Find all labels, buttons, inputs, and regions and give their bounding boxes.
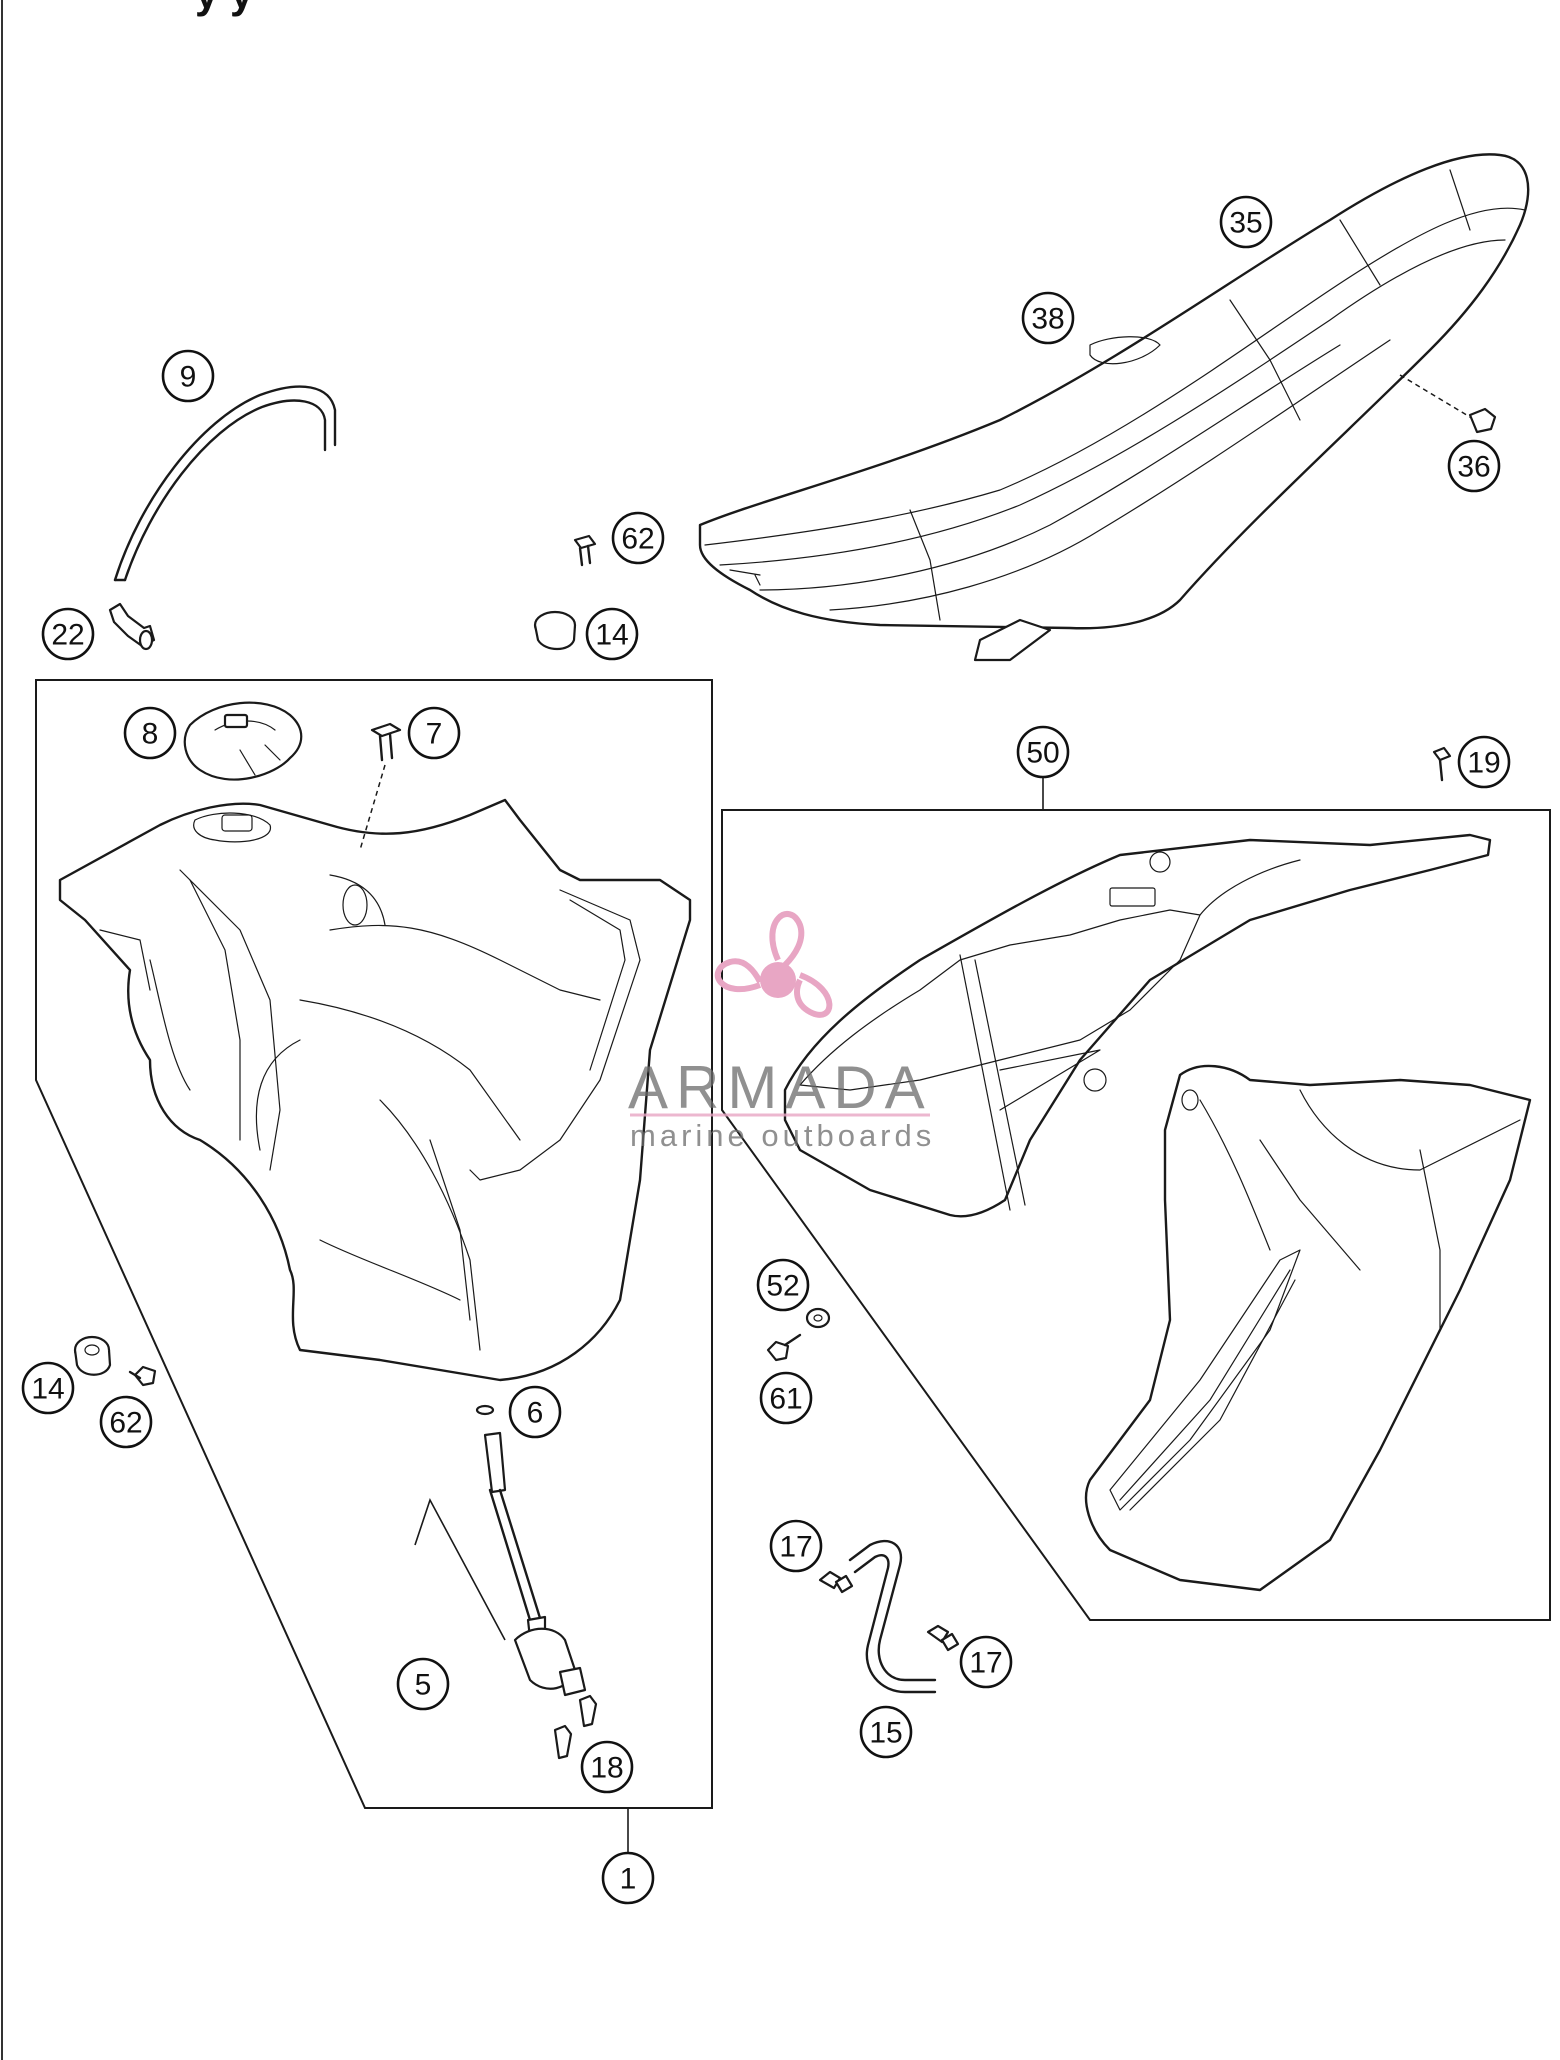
- fuel-tank-part: [58, 798, 692, 1382]
- callout-number: 14: [595, 619, 628, 652]
- callout-62: 62: [99, 1395, 153, 1449]
- callout-number: 18: [590, 1752, 623, 1785]
- callout-number: 38: [1031, 303, 1064, 336]
- callout-number: 8: [142, 718, 159, 751]
- callout-8: 8: [123, 706, 177, 760]
- callout-ring: [1457, 735, 1511, 789]
- callout-35: 35: [1219, 195, 1273, 249]
- o-ring-part: [475, 1404, 495, 1416]
- callout-number: 52: [766, 1270, 799, 1303]
- callout-number: 36: [1457, 451, 1490, 484]
- callout-ring: [99, 1395, 153, 1449]
- side-covers-group-frame: [721, 809, 1551, 1621]
- callout-number: 1: [620, 1863, 637, 1896]
- fuel-tap-part: [414, 1431, 587, 1697]
- callout-ring: [1021, 291, 1075, 345]
- seat-part: [698, 153, 1530, 662]
- callout-18: 18: [580, 1740, 634, 1794]
- callout-ring: [1016, 725, 1070, 779]
- callout-22: 22: [41, 607, 95, 661]
- callout-number: 5: [415, 1669, 432, 1702]
- callout-17: 17: [769, 1519, 823, 1573]
- callout-ring: [161, 349, 215, 403]
- tank-group-frame: [35, 679, 713, 1809]
- screw-part-top: [573, 534, 597, 567]
- vent-screw-part: [359, 722, 402, 851]
- callout-ring: [123, 706, 177, 760]
- callout-number: 6: [527, 1397, 544, 1430]
- callout-14: 14: [21, 1361, 75, 1415]
- callout-number: 17: [779, 1531, 812, 1564]
- callout-50: 50: [1016, 725, 1070, 779]
- callout-number: 62: [109, 1407, 142, 1440]
- callout-62: 62: [611, 511, 665, 565]
- bushing-part-top: [533, 610, 577, 651]
- side-cover-left-part: [783, 833, 1492, 1218]
- clamp-part-right: [926, 1624, 960, 1652]
- callout-number: 19: [1467, 747, 1500, 780]
- callout-17: 17: [959, 1635, 1013, 1689]
- callout-ring: [759, 1371, 813, 1425]
- callout-5: 5: [396, 1657, 450, 1711]
- callout-ring: [769, 1519, 823, 1573]
- side-cover-right-part: [1084, 1064, 1532, 1592]
- callout-number: 22: [51, 619, 84, 652]
- callout-number: 15: [869, 1717, 902, 1750]
- callout-36: 36: [1447, 439, 1501, 493]
- callout-ring: [407, 706, 461, 760]
- callout-ring: [580, 1740, 634, 1794]
- screw-part-left: [128, 1365, 157, 1387]
- callout-number: 17: [969, 1647, 1002, 1680]
- callout-ring: [1447, 439, 1501, 493]
- bushing-part-left: [73, 1335, 112, 1376]
- callout-9: 9: [161, 349, 215, 403]
- vent-hose-part: [113, 385, 337, 582]
- washer-part: [805, 1307, 831, 1329]
- callout-ring: [611, 511, 665, 565]
- callout-number: 62: [621, 523, 654, 556]
- hose-part-15: [848, 1539, 937, 1694]
- callout-ring: [601, 1851, 655, 1905]
- screw-part-61: [766, 1333, 802, 1362]
- fuel-cap-part: [183, 701, 303, 781]
- callout-number: 9: [180, 361, 197, 394]
- callout-ring: [859, 1705, 913, 1759]
- tap-screws-part: [553, 1694, 598, 1760]
- callout-number: 61: [769, 1383, 802, 1416]
- callout-ring: [1219, 195, 1273, 249]
- watermark-name: ARMADA: [628, 1054, 933, 1121]
- callouts: 35 38 36 9 62 22 14 8 7 50 19 52 61 14 62 6 17 17 15 5 18 1: [21, 195, 1511, 1905]
- watermark-tagline: marine outboards: [630, 1118, 935, 1153]
- callout-61: 61: [759, 1371, 813, 1425]
- header-fragment: y y: [195, 0, 254, 17]
- callout-ring: [959, 1635, 1013, 1689]
- propeller-icon: [714, 911, 833, 1018]
- callout-number: 7: [426, 718, 443, 751]
- callout-number: 35: [1229, 207, 1262, 240]
- callout-38: 38: [1021, 291, 1075, 345]
- callout-6: 6: [508, 1385, 562, 1439]
- watermark: ARMADA marine outboards: [628, 911, 935, 1153]
- callout-ring: [21, 1361, 75, 1415]
- elbow-fitting-part: [108, 602, 156, 651]
- callout-ring: [396, 1657, 450, 1711]
- callout-ring: [756, 1258, 810, 1312]
- callout-19: 19: [1457, 735, 1511, 789]
- callout-15: 15: [859, 1705, 913, 1759]
- callout-number: 14: [31, 1373, 64, 1406]
- clamp-part-left: [818, 1570, 854, 1594]
- callout-14: 14: [585, 607, 639, 661]
- callout-52: 52: [756, 1258, 810, 1312]
- callout-ring: [41, 607, 95, 661]
- callout-1: 1: [601, 1851, 655, 1905]
- callout-7: 7: [407, 706, 461, 760]
- callout-ring: [585, 607, 639, 661]
- callout-ring: [508, 1385, 562, 1439]
- screw-part-19: [1432, 746, 1452, 782]
- callout-number: 50: [1026, 737, 1059, 770]
